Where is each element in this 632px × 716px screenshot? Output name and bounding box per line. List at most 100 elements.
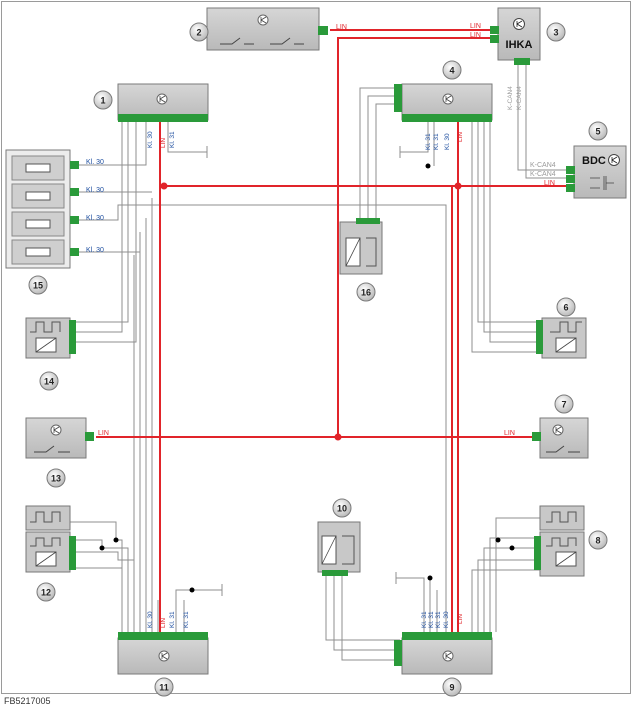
- callout-number: 15: [33, 281, 43, 291]
- fuse-box-15: [5, 149, 79, 269]
- callout-9: 9: [442, 677, 462, 697]
- actuator-12: [25, 505, 76, 573]
- transistor-icon: [257, 14, 269, 26]
- callout-4: 4: [442, 60, 462, 80]
- kl31-label: Kl. 31: [421, 611, 428, 628]
- callout-10: 10: [332, 498, 352, 518]
- callout-number: 5: [595, 127, 600, 137]
- kl31-label: Kl. 31: [435, 611, 442, 628]
- callout-number: 4: [449, 66, 454, 76]
- transistor-icon: [442, 93, 454, 105]
- actuator-6: [536, 317, 587, 359]
- lin-label: LIN: [160, 138, 167, 148]
- connector: [566, 184, 575, 192]
- transistor-icon: [442, 650, 454, 662]
- callout-5: 5: [588, 121, 608, 141]
- callout-number: 1: [100, 96, 105, 106]
- transistor-icon: [513, 18, 525, 30]
- callout-number: 12: [41, 588, 51, 598]
- kcan4-label: K-CAN4: [516, 86, 523, 110]
- kl30-label: Kl. 30: [86, 187, 104, 194]
- actuator-16: [339, 218, 383, 275]
- lin-label: LIN: [457, 614, 464, 624]
- callout-number: 16: [361, 288, 371, 298]
- connector: [69, 320, 76, 354]
- connector: [566, 166, 575, 174]
- actuator-10: [317, 521, 361, 576]
- kl30-label: Kl. 30: [86, 247, 104, 254]
- connector: [322, 570, 348, 576]
- kcan4-label: K-CAN4: [507, 86, 514, 110]
- lin-label: LIN: [544, 180, 555, 187]
- callout-11: 11: [154, 677, 174, 697]
- connector: [85, 432, 94, 441]
- ihka-label: IHKA: [506, 39, 533, 51]
- connector: [490, 35, 499, 43]
- transistor-icon: [552, 424, 564, 436]
- callout-number: 13: [51, 474, 61, 484]
- kcan4-label: K-CAN4: [530, 162, 556, 169]
- lin-label: LIN: [470, 32, 481, 39]
- bdc-label: BDC: [582, 155, 606, 167]
- connector: [534, 536, 541, 570]
- control-unit-4: [394, 83, 493, 122]
- lin-label: LIN: [336, 24, 347, 31]
- callout-6: 6: [556, 297, 576, 317]
- lin-label: LIN: [470, 23, 481, 30]
- callout-number: 14: [44, 377, 54, 387]
- control-unit-9: [394, 632, 493, 675]
- connector: [566, 175, 575, 183]
- kl30-label: Kl. 30: [444, 133, 451, 150]
- kl30-label: Kl. 30: [86, 159, 104, 166]
- kl31-label: Kl. 31: [428, 611, 435, 628]
- kl31-label: Kl. 31: [183, 611, 190, 628]
- connector-strip: [394, 640, 402, 666]
- transistor-icon: [156, 93, 168, 105]
- callout-number: 9: [449, 683, 454, 693]
- connector: [70, 188, 79, 196]
- lin-label: LIN: [98, 430, 109, 437]
- connector-strip: [402, 114, 492, 122]
- connector: [70, 248, 79, 256]
- callout-8: 8: [588, 530, 608, 550]
- connector-strip: [118, 114, 208, 122]
- kl30-label: Kl. 30: [443, 611, 450, 628]
- connector-strip: [394, 84, 402, 112]
- connector-strip: [118, 632, 208, 640]
- figure-id: FB5217005: [4, 696, 51, 706]
- lin-bus-wires: [96, 29, 566, 632]
- kl31-label: Kl. 31: [169, 611, 176, 628]
- callout-15: 15: [28, 275, 48, 295]
- kl31-label: Kl. 31: [169, 131, 176, 148]
- connector: [318, 26, 328, 35]
- connector: [536, 320, 543, 354]
- switch-module-2: [206, 7, 328, 51]
- connector: [69, 536, 76, 570]
- connector: [70, 161, 79, 169]
- callout-16: 16: [356, 282, 376, 302]
- kl30-label: Kl. 30: [147, 131, 154, 148]
- lin-junction-dots: [160, 182, 462, 441]
- callout-14: 14: [39, 371, 59, 391]
- callout-number: 7: [561, 400, 566, 410]
- connector-strip: [402, 632, 492, 640]
- kcan4-label: K-CAN4: [530, 171, 556, 178]
- switch-module-13: [25, 417, 94, 459]
- kl31-label: Kl. 31: [425, 133, 432, 150]
- callout-number: 8: [595, 536, 600, 546]
- kl30-label: Kl. 30: [86, 215, 104, 222]
- connector: [490, 26, 499, 34]
- callout-1: 1: [93, 90, 113, 110]
- callout-number: 2: [196, 28, 201, 38]
- connector: [514, 58, 530, 65]
- actuator-14: [25, 317, 76, 359]
- connector: [532, 432, 541, 441]
- connector: [356, 218, 380, 224]
- callout-13: 13: [46, 468, 66, 488]
- kl30-label: Kl. 30: [147, 611, 154, 628]
- actuator-8: [534, 505, 585, 577]
- kl31-label: Kl. 31: [433, 133, 440, 150]
- callout-7: 7: [554, 394, 574, 414]
